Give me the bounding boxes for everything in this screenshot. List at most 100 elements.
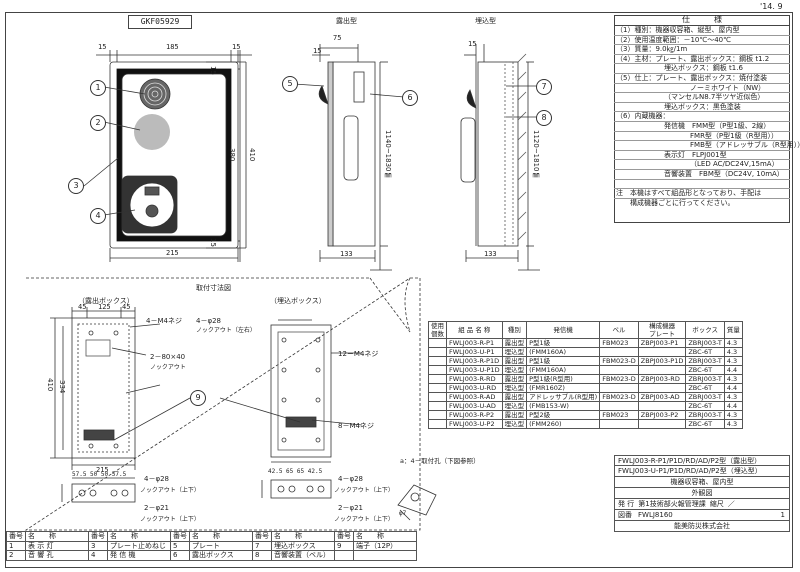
issuer: 第1技術部火報管理課 [638,500,706,508]
dim-mount-bottom-right: 42.5 65 65 42.5 [268,468,323,475]
spec-note: 構成機器ごとに行ってください。 [630,198,735,207]
knockout-label-1: 4－φ28 [196,317,221,325]
callout-3: 3 [68,178,84,194]
title-line-4: 外観図 [614,488,790,499]
dim-front-bottom-15: 15 [209,238,217,247]
callout-7: 7 [536,79,552,95]
spec-line: （2）使用温度範囲：－10℃～40℃ [614,36,790,46]
dim-front-410: 410 [248,148,256,162]
company-name: 能美防災株式会社 [614,521,790,532]
scale-label: 縮尺 [709,500,724,508]
knockout-label-4b: ノックアウト（上下） [140,516,200,523]
callout-2: 2 [90,115,106,131]
knockout-label-2: 2－80×40 [150,353,186,361]
dim-surface-height: 1140~1830㎜ [384,130,392,179]
knockout-label-3b: ノックアウト（上下） [140,487,200,494]
col-name: 組 品 名 称 [446,321,503,339]
knockout-label-6: 2－φ21 [338,504,363,512]
surface-side-view [293,44,405,271]
spec-frame [614,15,790,223]
knockout-label-4: 2－φ21 [144,504,169,512]
dim-flush-133: 133 [484,250,497,258]
dim-front-15a: 15 [98,43,107,51]
spec-line: （3）質量：9.0㎏/1m [614,45,790,55]
flush-box-mount [219,319,363,499]
col-sender: 発信機 [526,321,601,339]
dim-surface-15: 15 [313,47,322,55]
screw-label-2: 12－M4ネジ [338,350,379,358]
callout-9: 9 [190,390,206,406]
dim-front-215: 215 [166,249,179,257]
spec-line: FMB型（アドレッサブル（R型用）） [614,141,800,151]
document-number: GKF05929 [128,15,192,29]
spec-line: （1）種別：機器収容箱、縦型、屋内型 [614,26,790,36]
spec-line: FMR型（P型1級（R型用）） [614,132,790,142]
knockout-label-2b: ノックアウト [150,364,186,371]
dim-mount-334: 334 [58,380,66,394]
surface-box-mount [50,307,191,503]
spec-line: （6）内蔵機器： [614,112,790,122]
issue-label: 発 行 [618,500,635,508]
spec-line: （4）主材：プレート、露出ボックス：鋼板 t1.2 [614,55,790,65]
drawing-number-row: 図番 FWLJ8160 1 [614,510,790,521]
spec-line: 発信機 FMM型（P型1級、2線） [614,122,790,132]
parts-table: 使用個数 組 品 名 称 種別 発信機 ベル 構成機器プレート ボックス 質量 … [428,321,743,429]
knockout-label-5: 4－φ28 [338,475,363,483]
title-line-1: FWLJ003-R-P1/P1D/RD/AD/P2型（露出型） [614,455,790,466]
surface-view-title: 露出型 [336,17,357,25]
dim-mount-125: 125 [98,303,111,311]
scale-value: ／ [727,500,735,508]
knockout-label-6b: ノックアウト（上下） [334,516,394,523]
spec-line: （LED AC/DC24V,15mA） [614,160,790,170]
sheet-number: 1 [780,511,785,519]
front-view [83,50,252,262]
callout-6: 6 [402,90,418,106]
detail-phi7: φ7 [399,510,407,517]
screw-label-3: 8－M4ネジ [338,422,374,430]
callout-5: 5 [282,76,298,92]
revision-date: '14. 9 [760,2,783,11]
flush-side-view [460,44,540,271]
title-line-2: FWLJ003-U-P1/P1D/RD/AD/P2型（埋込型） [614,466,790,477]
col-qty: 使用個数 [428,321,447,339]
spec-block: 仕 様 （1）種別：機器収容箱、縦型、屋内型 （2）使用温度範囲：－10℃～40… [614,15,800,208]
knockout-label-5b: ノックアウト（上下） [334,487,394,494]
dim-mount-215: 215 [96,466,109,474]
drawing-frame [5,12,793,568]
knockout-label-1b: ノックアウト（左右） [196,327,256,334]
drawing-no: FWLJ8160 [638,511,673,519]
knockout-label-3: 4－φ28 [144,475,169,483]
col-mass: 質量 [723,321,743,339]
callout-8: 8 [536,110,552,126]
spec-line: 埋込ボックス：鋼板 t1.6 [614,64,790,74]
detail-label: a：4－取付孔（下図参照） [400,457,480,465]
mounting-title: 取付寸法図 [196,284,231,292]
dim-surface-133: 133 [340,250,353,258]
spec-line: （マンセルN8.7半ツヤ近似色） [614,93,790,103]
dim-front-top-15: 15 [209,66,217,75]
mounting-flush-label: （埋込ボックス） [270,297,326,305]
callout-4: 4 [90,208,106,224]
spec-title: 仕 様 [614,15,790,26]
col-box: ボックス [685,321,725,339]
speaker-grille [134,114,170,150]
dim-flush-height: 1120~1810㎜ [532,130,540,179]
spec-note: 注 本機はすべて組品形となっており、手配は [614,189,790,199]
col-type: 種別 [501,321,528,339]
dim-mount-bottom-left: 57.5 50 50 57.5 [72,471,127,478]
spec-line [614,180,790,190]
spec-line: 埋込ボックス：黒色塗装 [614,103,790,113]
dim-front-185: 185 [166,43,179,51]
dim-mount-45a: 45 [78,303,87,311]
mounting-surface-label: （露出ボックス） [78,297,134,305]
spec-line: （5）仕上：プレート、露出ボックス：焼付塗装 [614,74,790,84]
dim-flush-15: 15 [468,40,477,48]
